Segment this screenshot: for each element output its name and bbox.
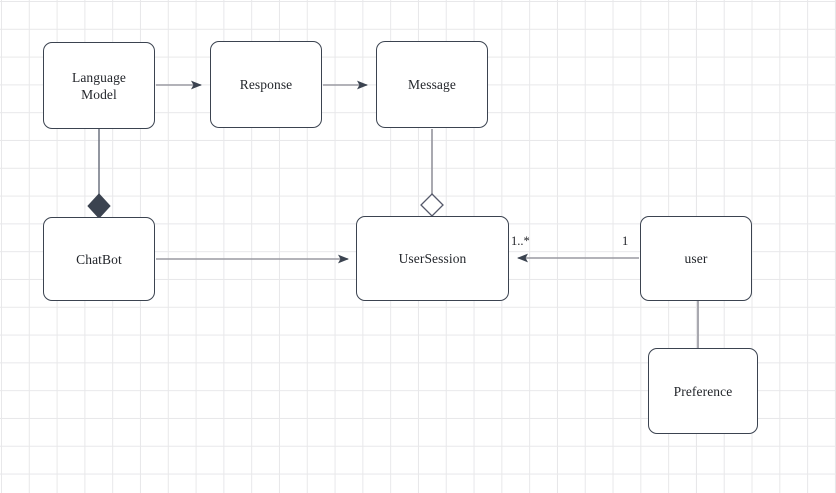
multiplicity-label-many: 1..* <box>511 234 530 248</box>
node-user[interactable]: user <box>640 216 752 301</box>
edge-message-to-usersession <box>420 129 444 217</box>
node-usersession-label: UserSession <box>398 251 467 266</box>
hollow-diamond-icon <box>420 193 444 217</box>
multiplicity-label-one: 1 <box>622 234 629 248</box>
node-label-line-1: Language <box>71 69 127 85</box>
node-preference-label: Preference <box>673 383 733 399</box>
filled-diamond-icon <box>87 193 111 219</box>
node-usersession[interactable]: UserSession <box>356 216 509 301</box>
node-user-label: user <box>684 251 708 266</box>
edge-chatbot-to-language-model <box>87 129 111 219</box>
node-response[interactable]: Response <box>210 41 322 128</box>
node-response-label: Response <box>239 77 293 92</box>
node-label-line-2: Model <box>81 86 117 102</box>
node-chatbot[interactable]: ChatBot <box>43 217 155 301</box>
node-message[interactable]: Message <box>376 41 488 128</box>
node-message-label: Message <box>408 77 456 92</box>
node-language-model-label: Language Model <box>72 69 126 103</box>
node-chatbot-label: ChatBot <box>76 251 122 267</box>
node-language-model[interactable]: Language Model <box>43 42 155 129</box>
node-preference[interactable]: Preference <box>648 348 758 434</box>
